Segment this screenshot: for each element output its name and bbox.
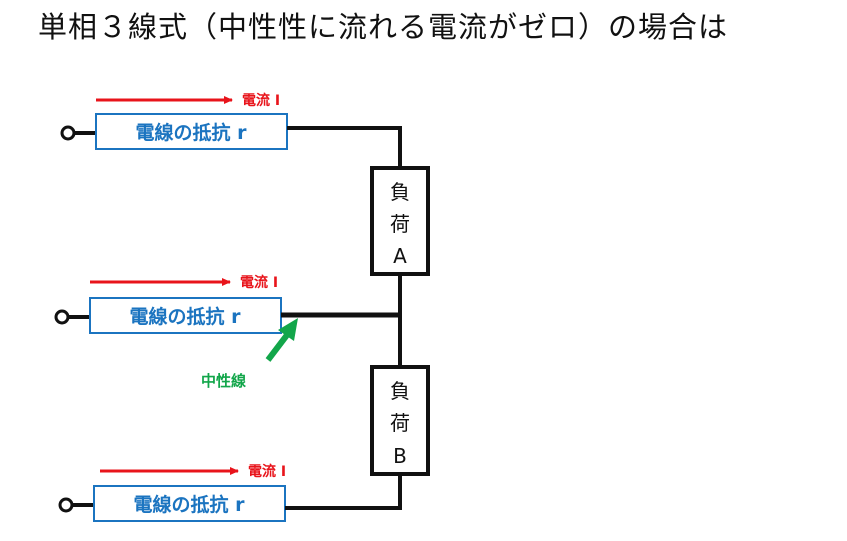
page-title: 単相３線式（中性性に流れる電流がゼロ）の場合は [38, 10, 729, 44]
resistor-2-label: 電線の抵抗 r [130, 305, 242, 328]
current-label-1: 電流 I [242, 92, 280, 109]
terminal-3-icon [58, 497, 74, 513]
neutral-label: 中性線 [201, 372, 246, 390]
current-label-3: 電流 I [248, 463, 286, 480]
load-a-box [370, 166, 430, 276]
load-a: 負 荷 A [370, 166, 430, 276]
resistor-1 [95, 113, 288, 150]
terminal-1-icon [60, 125, 76, 141]
line-2: 電線の抵抗 r 電流 I [54, 274, 402, 334]
line-3: 電線の抵抗 r 電流 I [58, 463, 402, 522]
current-label-2: 電流 I [240, 274, 278, 291]
resistor-1-label: 電線の抵抗 r [136, 121, 248, 144]
load-a-char-1: 負 [390, 180, 410, 204]
line-1: 電線の抵抗 r 電流 I [60, 92, 402, 150]
load-b-char-2: 荷 [390, 411, 410, 435]
terminal-2-icon [54, 309, 70, 325]
neutral-arrow-shaft [265, 333, 290, 362]
neutral-annotation: 中性線 [201, 318, 298, 390]
load-b-char-1: 負 [390, 379, 410, 403]
load-a-char-3: A [393, 244, 407, 268]
resistor-3 [93, 485, 286, 522]
load-b: 負 荷 B [370, 365, 430, 476]
load-b-box [370, 365, 430, 476]
resistor-2 [89, 297, 282, 334]
resistor-3-label: 電線の抵抗 r [134, 493, 246, 516]
load-b-char-3: B [393, 444, 407, 468]
neutral-arrow-icon [278, 318, 298, 341]
load-a-char-2: 荷 [390, 212, 410, 236]
